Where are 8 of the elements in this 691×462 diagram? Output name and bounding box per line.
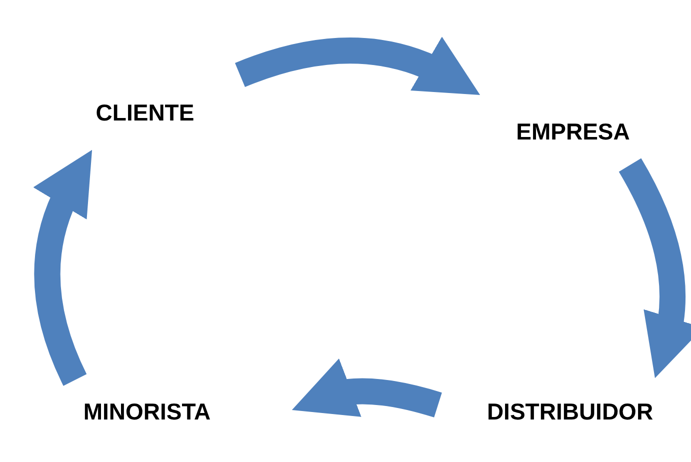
node-label: MINORISTA [83, 398, 211, 426]
curved-arrow [291, 359, 442, 418]
curved-arrow [618, 158, 691, 379]
node-label: CLIENTE [96, 100, 194, 126]
node-label: DISTRIBUIDOR [486, 398, 654, 426]
curved-arrow [34, 149, 91, 386]
curved-arrow [235, 37, 481, 94]
node-label: EMPRESA [516, 118, 630, 146]
